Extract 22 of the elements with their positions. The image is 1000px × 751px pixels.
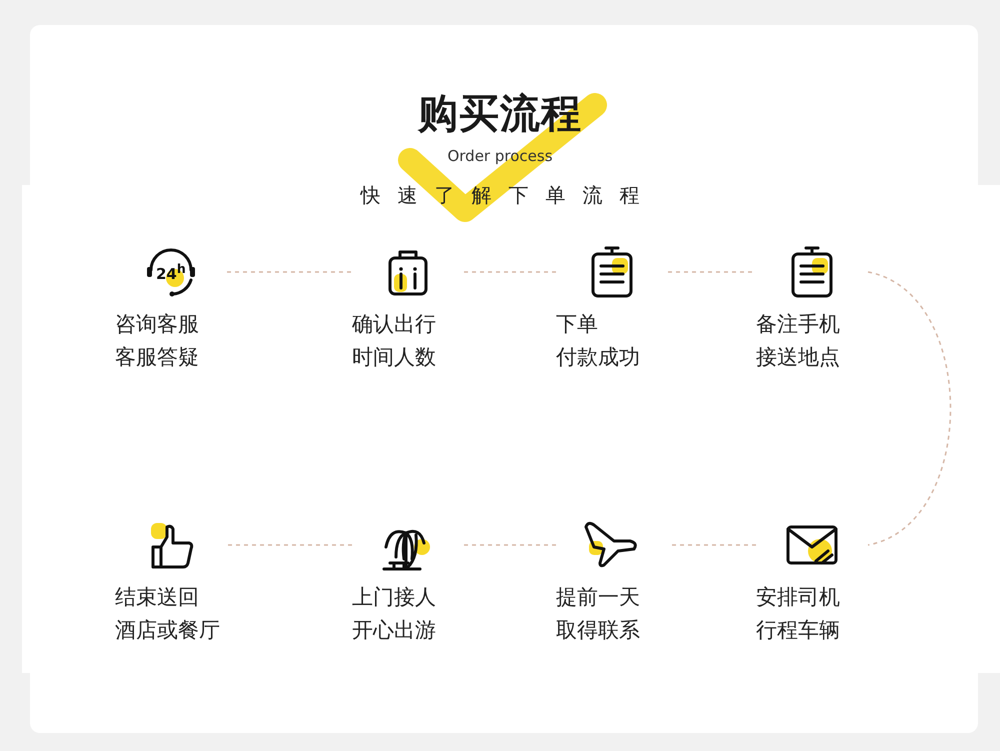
step-text: 行程车辆 [756,617,841,644]
step-text: 结束送回 [115,584,200,611]
step-text: 提前一天 [556,584,641,611]
step-text: 上门接人 [352,584,437,611]
dashed-connector [464,544,556,546]
step-text: 开心出游 [352,617,437,644]
dashed-connector [464,271,556,273]
step-text: 备注手机 [756,311,841,338]
step-text: 付款成功 [556,344,641,371]
dashed-connector [227,271,352,273]
step-text: 下单 [556,311,599,338]
step-text: 客服答疑 [115,344,200,371]
tagline: 快速了解下单流程 [360,183,656,207]
step-text: 时间人数 [352,344,437,371]
dashed-connector [868,271,952,546]
step-text: 咨询客服 [115,311,200,338]
step-text: 确认出行 [352,311,437,338]
step-text: 酒店或餐厅 [115,617,221,644]
step-text: 取得联系 [556,617,641,644]
dashed-connector [227,544,352,546]
step-text: 接送地点 [756,344,841,371]
step-text: 安排司机 [756,584,841,611]
